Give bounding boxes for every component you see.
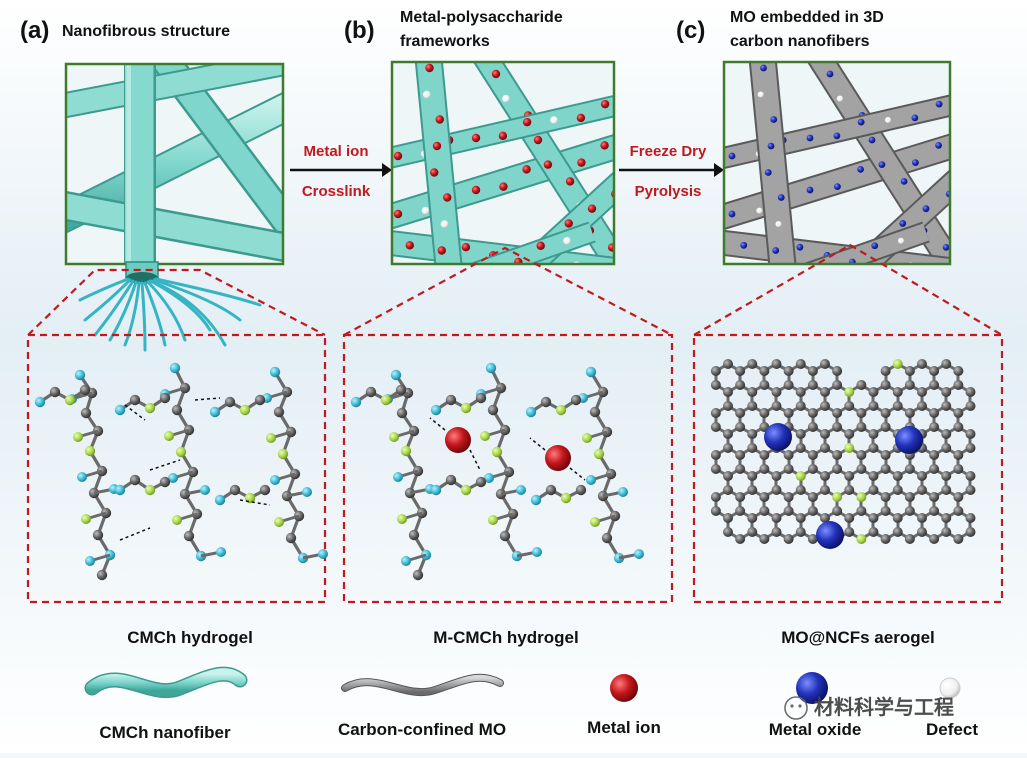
panel-b-fiber-box: [390, 60, 616, 266]
caption-c: MO@NCFs aerogel: [781, 628, 935, 647]
graphene-lattice-c: [710, 359, 976, 549]
legend-metal-ion: Metal ion: [587, 718, 661, 737]
panel-a-title: Nanofibrous structure: [62, 23, 230, 40]
zoom-lines-a: [27, 268, 326, 336]
legend-carbon-confined-mo-swatch: [341, 673, 504, 697]
legend-carbon-confined-mo: Carbon-confined MO: [338, 720, 506, 739]
legend-cmch-nanofiber: CMCh nanofiber: [99, 723, 231, 742]
zoom-lines-c: [693, 243, 1003, 336]
panel-c-title-line2: carbon nanofibers: [730, 33, 870, 50]
legend-defect: Defect: [926, 720, 978, 739]
panel-c-title-line1: MO embedded in 3D: [730, 9, 884, 26]
panel-a-fibers: [66, 64, 283, 264]
zoom-frame-a: [26, 333, 327, 604]
arrow-2-bottom-label: Pyrolysis: [635, 183, 702, 200]
arrow-1: [290, 163, 392, 177]
wechat-icon: [784, 696, 808, 720]
fiber-end-strands: [78, 261, 262, 352]
panel-b-letter: (b): [344, 17, 375, 44]
arrow-1-top-label: Metal ion: [303, 143, 368, 160]
caption-a: CMCh hydrogel: [127, 628, 253, 647]
panel-b-title-line2: frameworks: [400, 33, 490, 50]
panel-c-fiber-box: [722, 60, 952, 266]
caption-b: M-CMCh hydrogel: [433, 628, 578, 647]
legend-defect-swatch: [939, 677, 961, 699]
legend-metal-oxide: Metal oxide: [769, 720, 862, 739]
panel-a-fiber-box: [64, 62, 285, 266]
molecular-structure-a: [34, 362, 328, 581]
zoom-frame-b: [342, 333, 674, 604]
panel-b-title-line1: Metal-polysaccharide: [400, 9, 563, 26]
legend-cmch-nanofiber-swatch: [84, 666, 248, 699]
arrow-2-top-label: Freeze Dry: [630, 143, 707, 160]
molecular-structure-b: [350, 362, 644, 581]
panel-b-fibers: [392, 62, 614, 264]
legend-metal-ion-swatch: [610, 674, 638, 702]
arrow-1-bottom-label: Crosslink: [302, 183, 371, 200]
watermark: 材料科学与工程: [784, 695, 954, 720]
panel-c-letter: (c): [676, 17, 705, 44]
arrow-2: [619, 163, 724, 177]
watermark-text: 材料科学与工程: [814, 695, 954, 719]
panel-a-letter: (a): [20, 17, 49, 44]
zoom-lines-b: [343, 246, 673, 336]
legend-metal-oxide-swatch: [796, 672, 828, 704]
